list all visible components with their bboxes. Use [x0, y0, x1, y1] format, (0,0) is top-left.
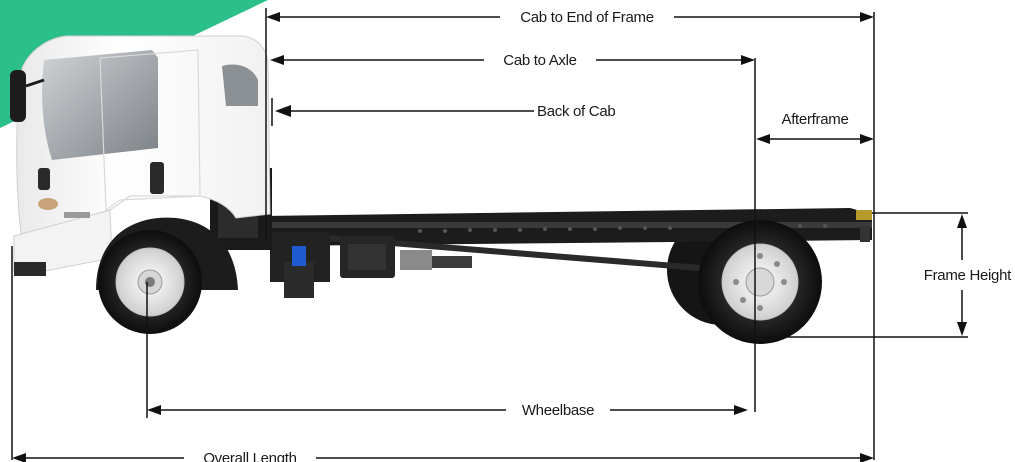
- arrowhead: [860, 453, 874, 462]
- dimension-lines: [11, 8, 968, 460]
- label-cab-to-axle: Cab to Axle: [503, 52, 576, 69]
- label-afterframe: Afterframe: [781, 111, 848, 128]
- arrowhead: [957, 322, 967, 336]
- arrowhead: [957, 214, 967, 228]
- arrowhead: [275, 105, 291, 117]
- dimension-labels: Cab to End of Frame Cab to Axle Back of …: [203, 9, 1012, 462]
- label-wheelbase: Wheelbase: [522, 402, 594, 419]
- arrowhead: [860, 134, 874, 144]
- dimension-arrowheads: [12, 12, 967, 462]
- underbody-components: [210, 168, 472, 298]
- label-cab-to-end-of-frame: Cab to End of Frame: [520, 9, 654, 26]
- label-back-of-cab: Back of Cab: [537, 103, 615, 120]
- arrowhead: [741, 55, 755, 65]
- arrowhead: [756, 134, 770, 144]
- arrowhead: [147, 405, 161, 415]
- label-overall-length: Overall Length: [203, 450, 296, 462]
- arrowhead: [734, 405, 748, 415]
- label-frame-height: Frame Height: [924, 267, 1012, 284]
- arrowhead: [266, 12, 280, 22]
- arrowhead: [270, 55, 284, 65]
- front-wheel: [98, 230, 202, 334]
- rear-wheel: [698, 220, 822, 344]
- arrowhead: [860, 12, 874, 22]
- arrowhead: [12, 453, 26, 462]
- truck-illustration: [10, 35, 872, 344]
